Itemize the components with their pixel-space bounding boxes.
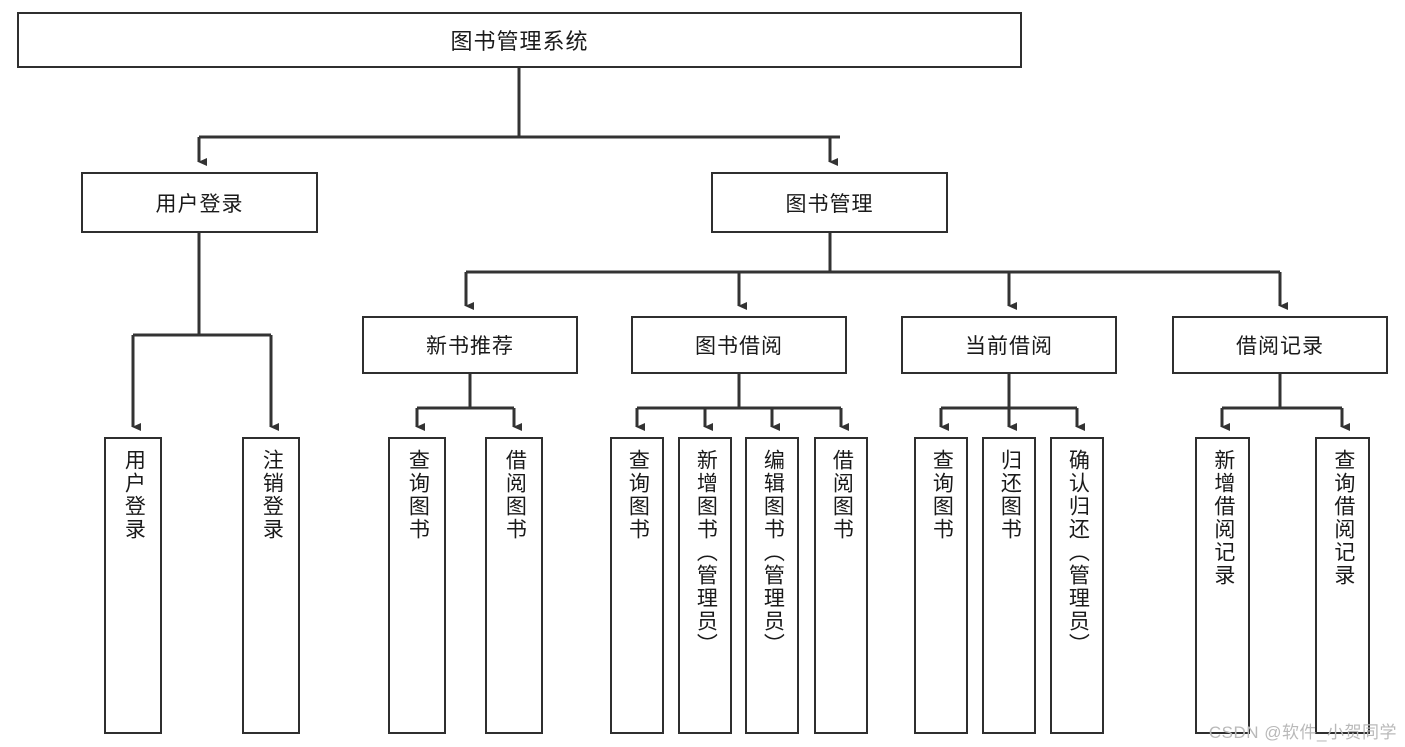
- leaf-current-return-book[interactable]: 归还图书: [982, 437, 1036, 734]
- leaf-new-book-borrow[interactable]: 借阅图书: [485, 437, 543, 734]
- node-label: 借阅记录: [1236, 335, 1324, 358]
- leaf-record-add[interactable]: 新增借阅记录: [1195, 437, 1250, 734]
- leaf-current-query-book[interactable]: 查询图书: [914, 437, 968, 734]
- leaf-borrow-query-book[interactable]: 查询图书: [610, 437, 664, 734]
- node-borrow-record[interactable]: 借阅记录: [1172, 316, 1388, 374]
- node-book-borrow[interactable]: 图书借阅: [631, 316, 847, 374]
- node-label: 确认归还（管理员）: [1066, 449, 1090, 656]
- node-label: 借阅图书: [503, 449, 527, 541]
- leaf-borrow-edit-book[interactable]: 编辑图书（管理员）: [745, 437, 799, 734]
- leaf-borrow-borrow-book[interactable]: 借阅图书: [814, 437, 868, 734]
- node-user-login[interactable]: 用户登录: [81, 172, 318, 233]
- node-label: 借阅图书: [830, 449, 854, 541]
- csdn-watermark: CSDN @软件_小贺同学: [1208, 723, 1397, 742]
- node-label: 新书推荐: [426, 335, 514, 358]
- node-root-system[interactable]: 图书管理系统: [17, 12, 1022, 68]
- node-new-book-recommend[interactable]: 新书推荐: [362, 316, 578, 374]
- node-label: 当前借阅: [965, 335, 1053, 358]
- node-label: 查询图书: [626, 449, 650, 541]
- node-current-borrow[interactable]: 当前借阅: [901, 316, 1117, 374]
- node-label: 图书借阅: [695, 335, 783, 358]
- node-label: 图书管理: [785, 192, 874, 216]
- node-book-management[interactable]: 图书管理: [711, 172, 948, 233]
- node-label: 图书管理系统: [450, 29, 589, 54]
- leaf-new-book-query[interactable]: 查询图书: [388, 437, 446, 734]
- node-label: 注销登录: [260, 449, 284, 541]
- node-label: 查询图书: [406, 449, 430, 541]
- node-label: 归还图书: [998, 449, 1022, 541]
- node-label: 用户登录: [155, 192, 244, 216]
- node-label: 查询借阅记录: [1331, 449, 1355, 587]
- leaf-user-login-logout[interactable]: 注销登录: [242, 437, 300, 734]
- node-label: 查询图书: [930, 449, 954, 541]
- node-label: 用户登录: [122, 449, 146, 541]
- leaf-current-confirm-return[interactable]: 确认归还（管理员）: [1050, 437, 1104, 734]
- leaf-record-query[interactable]: 查询借阅记录: [1315, 437, 1370, 734]
- leaf-borrow-add-book[interactable]: 新增图书（管理员）: [678, 437, 732, 734]
- node-label: 新增图书（管理员）: [694, 449, 718, 656]
- node-label: 编辑图书（管理员）: [761, 449, 785, 656]
- leaf-user-login-login[interactable]: 用户登录: [104, 437, 162, 734]
- node-label: 新增借阅记录: [1211, 449, 1235, 587]
